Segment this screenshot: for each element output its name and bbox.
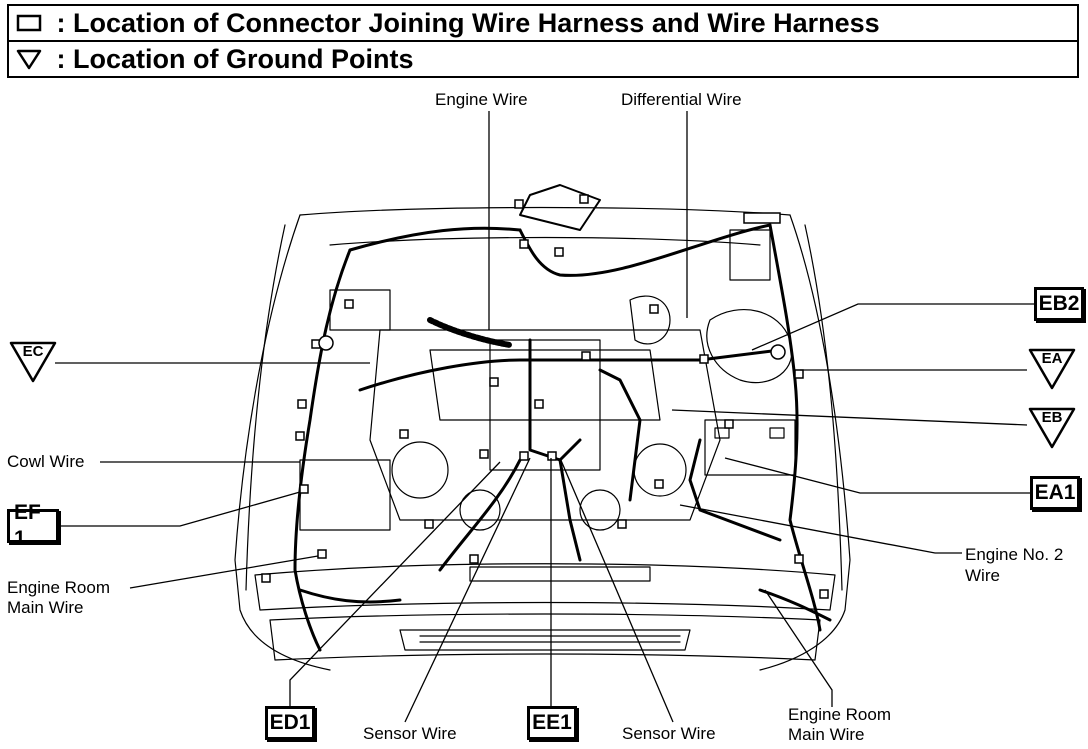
label-engine-no2-wire-line2: Wire [965, 566, 1000, 585]
legend-row-ground: : Location of Ground Points [9, 40, 1077, 76]
ground-eb-label: EB [1041, 409, 1063, 426]
connector-ee1: EE1 [527, 706, 577, 740]
legend-ground-text: Location of Ground Points [73, 43, 414, 74]
ground-ea: EA [1027, 347, 1077, 391]
ground-ec-label: EC [22, 343, 44, 360]
label-engine-wire: Engine Wire [435, 90, 528, 109]
connector-ed1: ED1 [265, 706, 315, 740]
legend: : Location of Connector Joining Wire Har… [7, 4, 1079, 78]
ground-ea-label: EA [1041, 350, 1063, 367]
label-cowl-wire: Cowl Wire [7, 452, 85, 471]
connector-ea1: EA1 [1030, 476, 1080, 510]
ground-triangle-icon [1028, 348, 1076, 390]
label-sensor-wire-right: Sensor Wire [622, 724, 716, 743]
label-differential-wire: Differential Wire [621, 90, 742, 109]
legend-colon: : [56, 43, 66, 74]
ground-triangle-icon [1028, 407, 1076, 449]
ground-triangle-icon [9, 341, 57, 383]
label-engine-room-main-wire-left-line2: Main Wire [7, 598, 84, 617]
connector-ef1: EF 1 [7, 501, 59, 550]
label-engine-room-main-wire-bottom-line1: Engine Room [788, 705, 892, 724]
label-sensor-wire-left: Sensor Wire [363, 724, 457, 743]
legend-colon: : [56, 7, 66, 38]
label-engine-no2-wire-line1: Engine No. 2 [965, 545, 1064, 564]
ground-triangle-icon [9, 47, 49, 71]
legend-row-connector: : Location of Connector Joining Wire Har… [9, 6, 1077, 40]
connector-square-icon [9, 13, 49, 33]
legend-connector-text: Location of Connector Joining Wire Harne… [73, 7, 880, 38]
label-engine-room-main-wire-left-line1: Engine Room [7, 578, 111, 597]
connector-eb2: EB2 [1034, 287, 1084, 321]
label-engine-room-main-wire-bottom-line2: Main Wire [788, 725, 865, 744]
ground-ec: EC [8, 340, 58, 384]
ground-eb: EB [1027, 406, 1077, 450]
